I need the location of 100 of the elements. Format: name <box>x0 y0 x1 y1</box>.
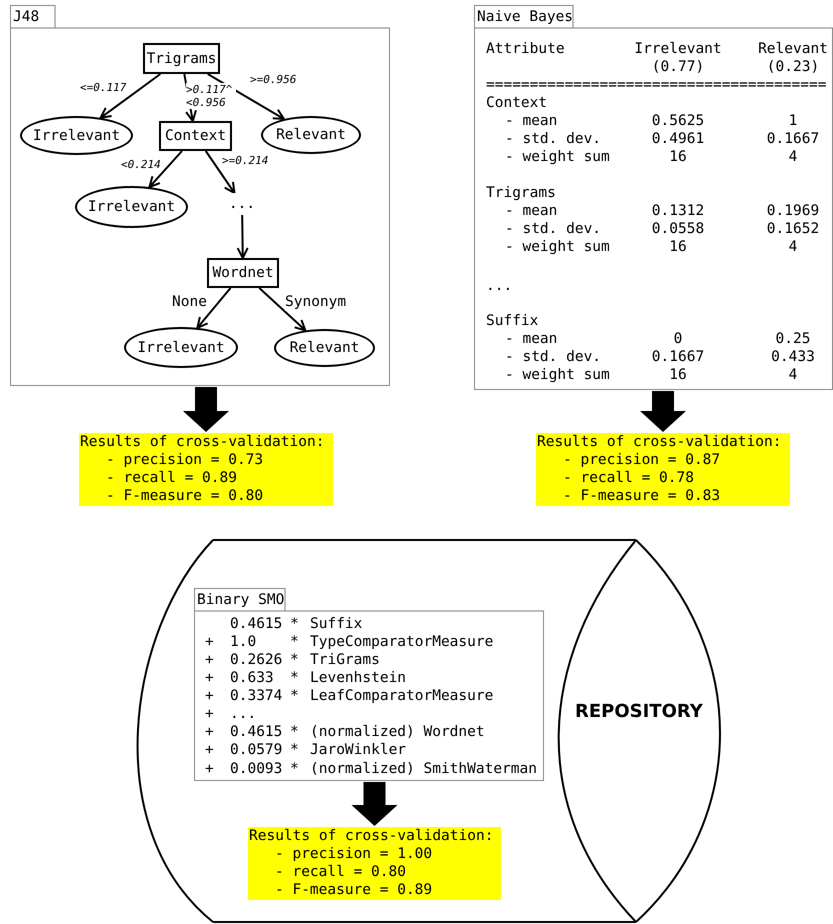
formula-term: * <box>290 760 299 778</box>
results-box <box>79 433 333 506</box>
table-cell: - std. dev. <box>505 220 602 238</box>
leaf-node: Irrelevant <box>75 186 188 228</box>
table-cell-text: 0.1969 <box>766 202 820 220</box>
results-box <box>536 433 790 506</box>
table-cell-text: 0 <box>672 330 684 348</box>
arrow <box>196 287 232 329</box>
formula-term: * <box>290 687 299 705</box>
table-cell-text: 4 <box>788 366 798 384</box>
decision-node: Context <box>159 121 232 151</box>
table-cell-text: Relevant (0.23) <box>757 40 829 76</box>
table-cell: - weight sum <box>505 238 610 256</box>
table-cell: - mean <box>505 330 558 348</box>
panel-title: Binary SMO <box>197 591 284 609</box>
results-heading: Results of cross-validation: <box>537 433 782 451</box>
leaf-node: Relevant <box>274 329 375 367</box>
table-cell: - weight sum <box>505 148 610 166</box>
edge-label: >0.117^ <0.956 <box>186 83 236 109</box>
result-line: - precision = 0.73 <box>106 451 264 469</box>
table-cell-text: 0.1667 <box>766 130 820 148</box>
formula-term: JaroWinkler <box>310 741 406 759</box>
formula-term: 0.3374 <box>230 687 282 705</box>
formula-panel <box>194 588 544 781</box>
table-cell: Trigrams <box>486 184 556 202</box>
table-cell: - std. dev. <box>505 348 602 366</box>
table-cell-text: Irrelevant (0.77) <box>633 40 723 76</box>
formula-term: LeafComparatorMeasure <box>310 687 494 705</box>
formula-term: TriGrams <box>310 651 380 669</box>
results-box <box>248 827 501 900</box>
table-cell-text: 0.1312 <box>650 202 706 220</box>
panel-title: J48 <box>13 8 40 26</box>
block-arrow <box>183 387 229 432</box>
result-line: - F-measure = 0.89 <box>275 881 432 899</box>
formula-term: TypeComparatorMeasure <box>310 633 494 651</box>
formula-term: * <box>290 633 299 651</box>
edge-label: >=0.956 <box>250 73 296 86</box>
panel-title: Naive Bayes <box>477 8 574 26</box>
formula-term: 0.4615 <box>230 615 282 633</box>
table-cell: Attribute <box>486 40 565 58</box>
formula-term: + <box>205 760 214 778</box>
decision-node: Trigrams <box>143 43 220 74</box>
table-cell-text: 4 <box>788 148 798 166</box>
result-line: - F-measure = 0.83 <box>563 487 720 505</box>
formula-term: + <box>205 705 214 723</box>
table-panel <box>474 5 833 390</box>
table-cell: - weight sum <box>505 366 610 384</box>
table-cell-text: 0.25 <box>774 330 812 348</box>
table-cell-text: 0.4961 <box>650 130 706 148</box>
result-line: - recall = 0.80 <box>275 863 406 881</box>
table-cell-text: 16 <box>668 238 688 256</box>
results-heading: Results of cross-validation: <box>249 827 494 845</box>
arrow <box>204 150 236 194</box>
formula-term: Suffix <box>310 615 362 633</box>
table-cell: Suffix <box>486 312 538 330</box>
formula-term: (normalized) SmithWaterman <box>310 760 537 778</box>
formula-term: * <box>290 669 299 687</box>
formula-term: + <box>205 651 214 669</box>
edge-label: <=0.117 <box>80 81 126 94</box>
formula-term: 0.0579 <box>230 741 282 759</box>
table-cell: - mean <box>505 112 558 130</box>
edge-label: <0.214 <box>121 158 161 171</box>
table-cell-text: 0.0558 <box>650 220 706 238</box>
block-arrow <box>352 782 398 826</box>
arrow <box>148 150 183 188</box>
arrow <box>207 73 285 120</box>
result-line: - recall = 0.89 <box>106 469 237 487</box>
table-cell-text: 0.433 <box>770 348 816 366</box>
edge-label: >=0.214 <box>222 154 268 167</box>
table-cell-text: 0.1652 <box>766 220 820 238</box>
result-line: - F-measure = 0.80 <box>106 487 264 505</box>
result-line: - precision = 0.87 <box>563 451 720 469</box>
leaf-node: Irrelevant <box>20 116 133 155</box>
formula-term: 1.0 <box>230 633 256 651</box>
edge-label: Synonym <box>285 293 346 311</box>
arrow <box>258 287 306 332</box>
formula-term: + <box>205 669 214 687</box>
repository-label: REPOSITORY <box>575 701 703 723</box>
formula-term: + <box>205 687 214 705</box>
formula-term: 0.633 <box>230 669 274 687</box>
result-line: - precision = 1.00 <box>275 845 432 863</box>
result-line: - recall = 0.78 <box>563 469 694 487</box>
formula-term: * <box>290 615 299 633</box>
table-cell: ... <box>486 277 512 295</box>
block-arrow <box>640 391 686 432</box>
formula-term: ... <box>230 705 256 723</box>
results-heading: Results of cross-validation: <box>80 433 324 451</box>
formula-term: (normalized) Wordnet <box>310 723 485 741</box>
table-cell: - mean <box>505 202 558 220</box>
leaf-node: Relevant <box>261 116 361 154</box>
table-cell: ======================================= <box>486 76 826 94</box>
table-cell-text: 16 <box>668 366 688 384</box>
arrow <box>100 73 161 119</box>
leaf-node: Irrelevant <box>124 327 238 368</box>
formula-term: * <box>290 723 299 741</box>
formula-term: Levenhstein <box>310 669 406 687</box>
formula-term: * <box>290 741 299 759</box>
formula-term: 0.2626 <box>230 651 282 669</box>
table-cell-text: 16 <box>668 148 688 166</box>
table-cell: - std. dev. <box>505 130 602 148</box>
